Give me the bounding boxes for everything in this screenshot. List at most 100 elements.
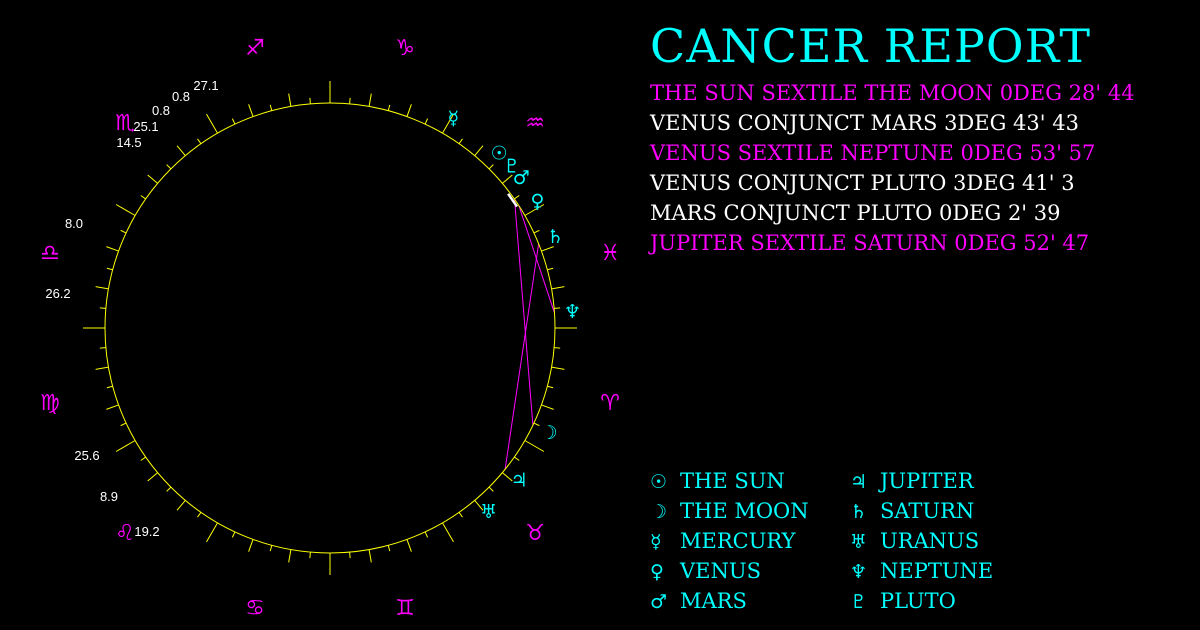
legend-label: THE SUN xyxy=(680,469,785,493)
degree-tick xyxy=(140,456,146,461)
legend-label: JUPITER xyxy=(880,469,974,493)
astrology-wheel: ♋♌♍♎♏♐♑♒♓♈♉♊ ♀♂♇☿☉♄♆☽♃♅27.10.814.525.18.… xyxy=(40,36,620,621)
degree-tick xyxy=(197,138,202,144)
degree-tick xyxy=(197,512,202,518)
degree-tick xyxy=(147,472,158,482)
legend-label: MERCURY xyxy=(680,529,796,553)
legend-item-sun: ☉ THE SUN xyxy=(650,466,809,496)
saturn-icon: ♄ xyxy=(547,226,564,248)
moon-icon: ☽ xyxy=(541,422,558,444)
legend-label: THE MOON xyxy=(680,499,809,523)
sun-icon: ☉ xyxy=(491,142,508,164)
aspect-line: MARS CONJUNCT PLUTO 0DEG 2' 39 xyxy=(650,201,1061,225)
degree-tick xyxy=(231,118,236,125)
degree-tick xyxy=(424,118,429,125)
degree-tick xyxy=(176,500,186,511)
planet-degree-label: 25.6 xyxy=(74,448,99,463)
degree-tick xyxy=(288,549,292,563)
degree-tick xyxy=(368,93,372,107)
legend-item-pluto: ♇PLUTO xyxy=(850,586,993,616)
aspect-line: VENUS SEXTILE NEPTUNE 0DEG 53' 57 xyxy=(650,141,1096,165)
degree-tick xyxy=(166,486,172,492)
planet-legend-left: ☉THE SUN ☽THE MOON ☿MERCURY ♀VENUS ♂MARS xyxy=(650,466,809,616)
aspect-line: THE SUN SEXTILE THE MOON 0DEG 28' 44 xyxy=(650,81,1135,105)
degree-tick xyxy=(514,456,520,461)
planet-degree-label: 8.9 xyxy=(100,489,118,504)
legend-item-mercury: ☿ MERCURY xyxy=(650,526,809,556)
degree-tick xyxy=(309,552,311,559)
uranus-icon: ♅ xyxy=(480,501,497,523)
degree-tick xyxy=(554,347,561,349)
degree-ticks xyxy=(83,81,577,575)
degree-tick xyxy=(502,472,513,482)
degree-tick xyxy=(406,104,412,117)
aspect-line: JUPITER SEXTILE SATURN 0DEG 52' 47 xyxy=(650,231,1090,255)
aspect-line-sun-moon xyxy=(514,199,534,426)
degree-tick xyxy=(533,422,540,427)
cancer-sign-icon: ♋ xyxy=(245,596,265,621)
degree-tick xyxy=(458,512,463,518)
mars-icon: ♂ xyxy=(513,167,530,189)
degree-tick xyxy=(106,404,119,410)
conjunction-marker xyxy=(507,193,519,208)
degree-tick xyxy=(115,204,136,216)
degree-tick xyxy=(547,385,554,389)
pluto-icon: ♇ xyxy=(850,591,868,613)
capricorn-sign-icon: ♑ xyxy=(395,36,415,61)
degree-tick xyxy=(387,104,391,111)
degree-tick xyxy=(442,113,454,134)
degree-tick xyxy=(248,539,254,552)
zodiac-wheel-circle xyxy=(104,102,556,554)
degree-tick xyxy=(458,138,463,144)
degree-tick xyxy=(140,195,146,200)
degree-tick xyxy=(406,539,412,552)
report-title: CANCER REPORT xyxy=(650,19,1092,73)
degree-tick xyxy=(424,531,429,538)
degree-tick xyxy=(106,385,113,389)
legend-item-jupiter: ♃ JUPITER xyxy=(850,466,993,496)
degree-tick xyxy=(120,229,127,234)
aspect-line-jupiter-saturn xyxy=(504,243,540,470)
leo-sign-icon: ♌ xyxy=(115,521,135,546)
degree-tick xyxy=(533,229,540,234)
mercury-icon: ☿ xyxy=(447,108,459,130)
degree-tick xyxy=(99,347,106,349)
degree-tick xyxy=(309,97,311,104)
pluto-icon: ♇ xyxy=(503,156,520,178)
degree-tick xyxy=(231,531,236,538)
venus-icon: ♀ xyxy=(650,561,664,583)
degree-tick xyxy=(368,549,372,563)
degree-tick xyxy=(442,522,454,543)
degree-tick xyxy=(524,204,545,216)
degree-tick xyxy=(349,552,351,559)
libra-sign-icon: ♎ xyxy=(40,241,60,266)
mercury-icon: ☿ xyxy=(650,531,662,553)
legend-label: URANUS xyxy=(880,529,980,553)
degree-tick xyxy=(106,267,113,271)
uranus-icon: ♅ xyxy=(850,531,868,553)
planet-degree-label: 14.5 xyxy=(116,135,141,150)
sun-icon: ☉ xyxy=(650,471,668,493)
venus-icon: ♀ xyxy=(530,190,544,212)
degree-tick xyxy=(166,164,172,170)
degree-tick xyxy=(554,307,561,309)
scorpio-sign-icon: ♏ xyxy=(115,111,135,136)
jupiter-icon: ♃ xyxy=(850,471,868,493)
degree-tick xyxy=(106,246,119,252)
degree-tick xyxy=(551,286,565,290)
planet-degree-label: 25.1 xyxy=(133,119,158,134)
gemini-sign-icon: ♊ xyxy=(395,596,415,621)
mars-icon: ♂ xyxy=(650,591,668,613)
planet-degree-label: 26.2 xyxy=(45,286,70,301)
saturn-icon: ♄ xyxy=(850,501,868,523)
sagittarius-sign-icon: ♐ xyxy=(245,36,265,61)
neptune-icon: ♆ xyxy=(850,561,868,583)
degree-tick xyxy=(99,307,106,309)
planet-markers: ♀♂♇☿☉♄♆☽♃♅27.10.814.525.18.026.225.68.91… xyxy=(45,78,581,539)
legend-item-venus: ♀VENUS xyxy=(650,556,809,586)
aspect-list: THE SUN SEXTILE THE MOON 0DEG 28' 44 VEN… xyxy=(650,78,1135,258)
degree-tick xyxy=(349,97,351,104)
degree-tick xyxy=(288,93,292,107)
degree-tick xyxy=(488,164,494,170)
legend-label: SATURN xyxy=(880,499,975,523)
